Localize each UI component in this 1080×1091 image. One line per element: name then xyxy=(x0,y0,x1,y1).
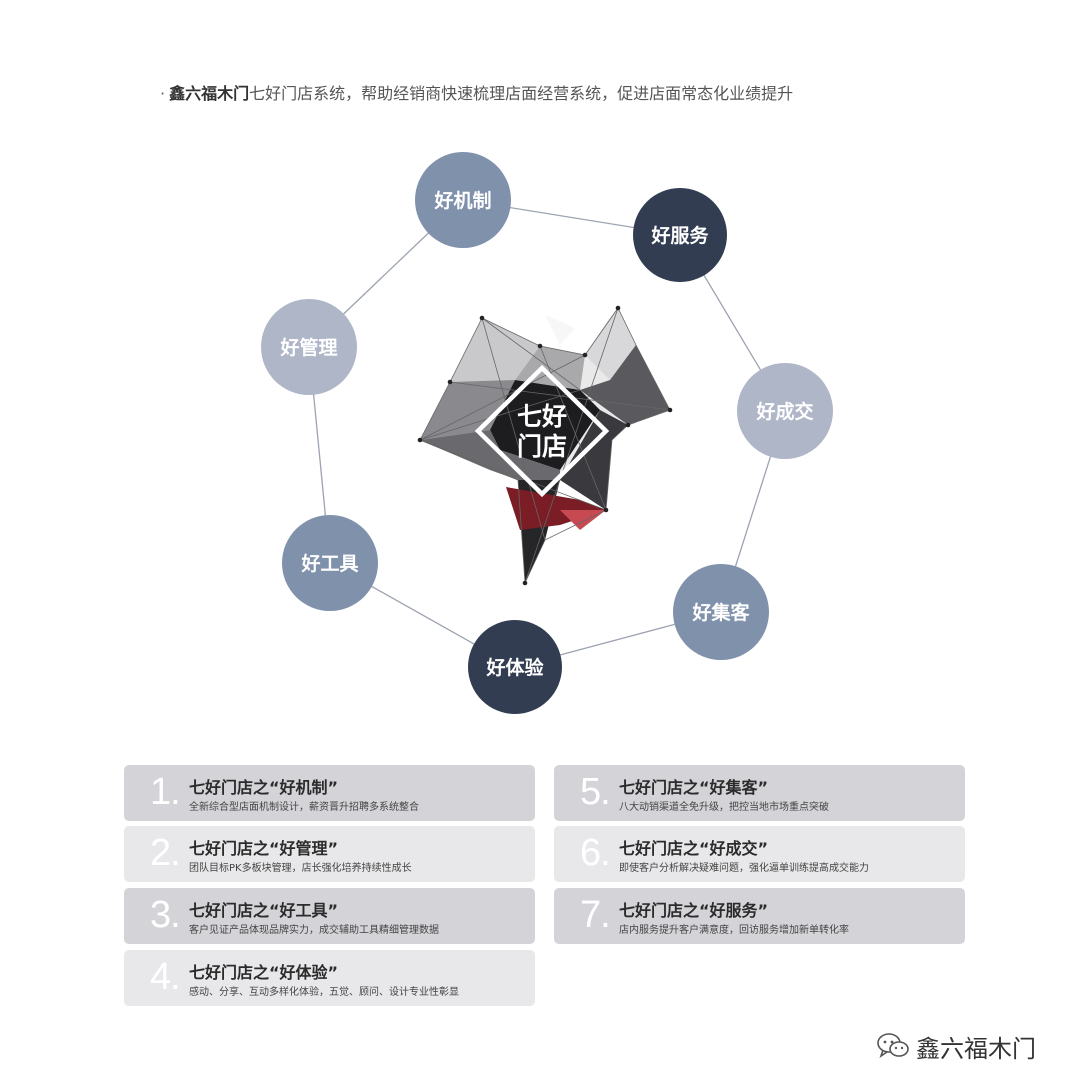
svg-text:好服务: 好服务 xyxy=(650,224,709,247)
card-subtitle: 店内服务提升客户满意度，回访服务增加新单转化率 xyxy=(619,925,849,936)
card-1: 1. 七好门店之“好机制” 全新综合型店面机制设计，薪资晋升招聘多系统整合 xyxy=(124,765,535,821)
svg-text:好成交: 好成交 xyxy=(755,400,813,423)
wechat-icon xyxy=(877,1033,909,1058)
card-number: 5. xyxy=(580,771,611,813)
card-number: 3. xyxy=(150,894,181,936)
svg-text:好管理: 好管理 xyxy=(279,336,337,359)
card-title: 七好门店之“好集客” xyxy=(619,778,769,797)
node-experience: 好体验 xyxy=(468,620,562,714)
card-subtitle: 即使客户分析解决疑难问题，强化逼单训练提高成交能力 xyxy=(619,863,869,874)
node-deal: 好成交 xyxy=(737,363,833,459)
svg-text:好工具: 好工具 xyxy=(300,552,358,575)
card-title: 七好门店之“好服务” xyxy=(619,901,769,920)
card-subtitle: 团队目标PK多板块管理，店长强化培养持续性成长 xyxy=(189,863,412,874)
card-subtitle: 客户见证产品体现品牌实力，成交辅助工具精细管理数据 xyxy=(189,925,439,936)
node-management: 好管理 xyxy=(261,299,357,395)
bullet: · xyxy=(160,84,166,103)
card-number: 1. xyxy=(150,771,181,813)
card-number: 2. xyxy=(150,832,181,874)
card-4: 4. 七好门店之“好体验” 感动、分享、互动多样化体验，五觉、顾问、设计专业性彰… xyxy=(124,950,535,1006)
headline: ·鑫六福木门七好门店系统，帮助经销商快速梳理店面经营系统，促进店面常态化业绩提升 xyxy=(160,80,793,104)
card-number: 4. xyxy=(150,956,181,998)
center-label-line1: 七好 xyxy=(517,402,567,431)
center-diamond-frame xyxy=(474,364,610,498)
card-6: 6. 七好门店之“好成交” 即使客户分析解决疑难问题，强化逼单训练提高成交能力 xyxy=(554,826,965,882)
svg-text:好集客: 好集客 xyxy=(691,601,750,624)
headline-text: 七好门店系统，帮助经销商快速梳理店面经营系统，促进店面常态化业绩提升 xyxy=(249,84,794,103)
node-service: 好服务 xyxy=(633,188,727,282)
node-gather-customers: 好集客 xyxy=(673,564,769,660)
card-title: 七好门店之“好工具” xyxy=(189,901,339,920)
node-mechanism: 好机制 xyxy=(415,152,511,248)
card-subtitle: 八大动销渠道全免升级，把控当地市场重点突破 xyxy=(619,802,829,813)
card-3: 3. 七好门店之“好工具” 客户见证产品体现品牌实力，成交辅助工具精细管理数据 xyxy=(124,888,535,944)
watermark-text: 鑫六福木门 xyxy=(916,1034,1036,1063)
card-title: 七好门店之“好体验” xyxy=(189,963,339,982)
watermark: 鑫六福木门 xyxy=(876,1028,1036,1064)
svg-text:好机制: 好机制 xyxy=(433,189,491,212)
card-title: 七好门店之“好机制” xyxy=(189,778,339,797)
card-subtitle: 全新综合型店面机制设计，薪资晋升招聘多系统整合 xyxy=(189,802,419,813)
headline-brand: 鑫六福木门 xyxy=(169,84,250,103)
card-5: 5. 七好门店之“好集客” 八大动销渠道全免升级，把控当地市场重点突破 xyxy=(554,765,965,821)
card-number: 6. xyxy=(580,832,611,874)
center-label-line2: 门店 xyxy=(517,432,567,461)
seven-store-diagram: 七好 门店 好机制 好服务 好成交 好集客 好体验 好工具 好管理 xyxy=(261,152,833,714)
card-7: 7. 七好门店之“好服务” 店内服务提升客户满意度，回访服务增加新单转化率 xyxy=(554,888,965,944)
card-number: 7. xyxy=(580,894,611,936)
card-subtitle: 感动、分享、互动多样化体验，五觉、顾问、设计专业性彰显 xyxy=(189,987,459,998)
center-crystal: 七好 门店 xyxy=(417,305,673,586)
card-title: 七好门店之“好成交” xyxy=(619,839,769,858)
node-tools: 好工具 xyxy=(282,515,378,611)
card-2: 2. 七好门店之“好管理” 团队目标PK多板块管理，店长强化培养持续性成长 xyxy=(124,826,535,882)
card-title: 七好门店之“好管理” xyxy=(189,839,339,858)
svg-text:好体验: 好体验 xyxy=(485,656,544,679)
